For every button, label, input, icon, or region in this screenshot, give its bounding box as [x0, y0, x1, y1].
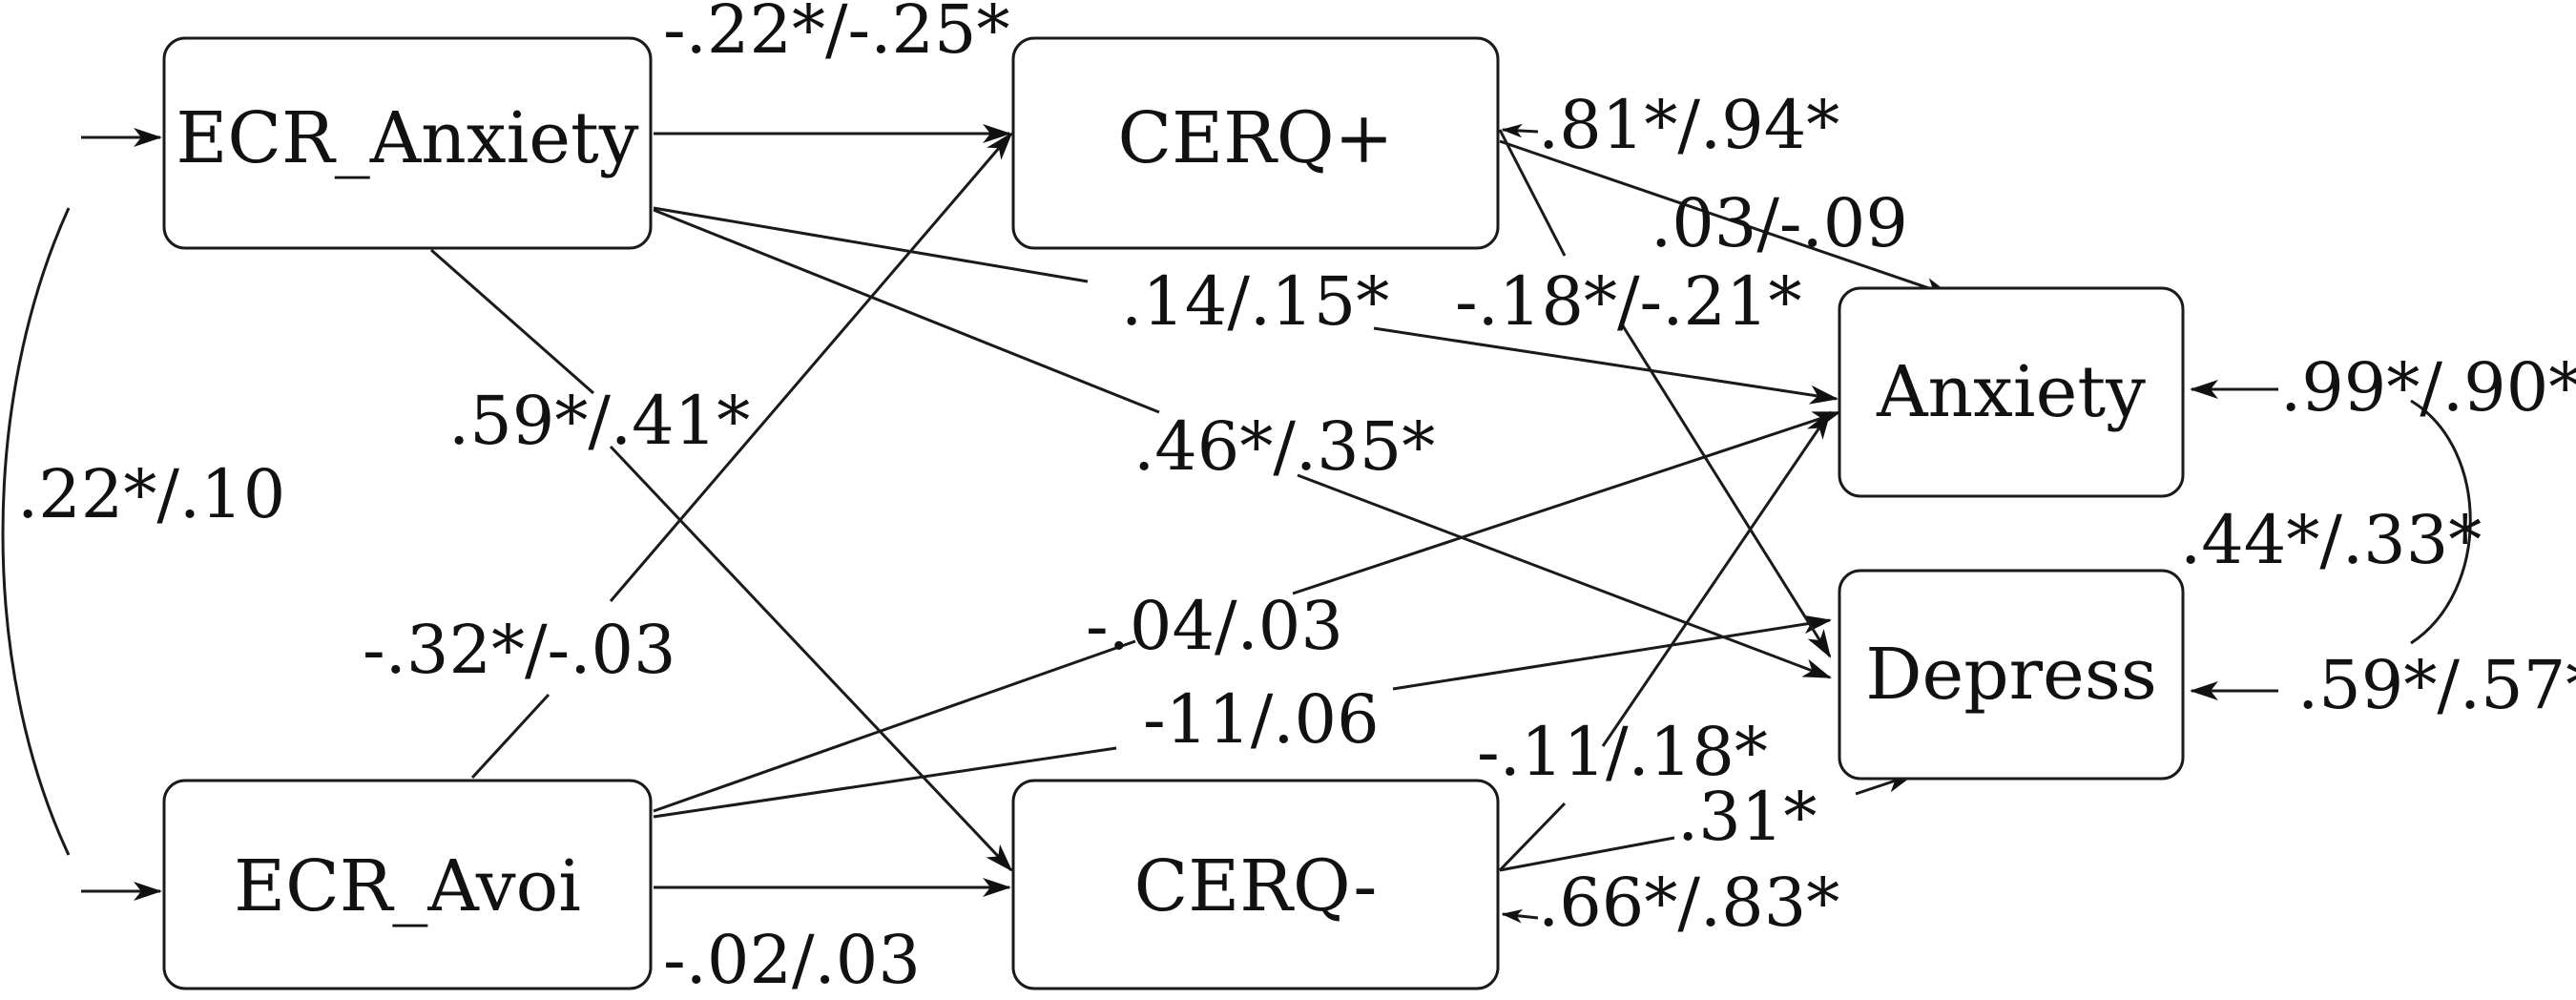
path-ecr-anxiety-to-cerq-minus-b: [609, 445, 1013, 872]
path-ecr-anxiety-to-anxiety: [653, 206, 1089, 283]
path-cerq-plus-to-anxiety: [1499, 139, 1953, 298]
path-ecr-anxiety-to-depress-a: [653, 208, 1160, 414]
ecr-covariance-curve: [1, 207, 71, 856]
coef-anxiety-error: .99*/.90*: [2280, 348, 2576, 427]
path-ecr-avoi-to-depress-a: [653, 746, 1117, 819]
node-cerq-plus: CERQ+: [1011, 36, 1500, 250]
node-depress-label: Depress: [1865, 634, 2157, 716]
node-ecr-avoi-label: ECR_Avoi: [234, 845, 581, 927]
path-ecr-avoi-to-anxiety-b: [1292, 410, 1841, 595]
cerq-minus-error-arrow: [1501, 908, 1539, 924]
cerq-plus-error-arrow: [1501, 123, 1539, 138]
path-cerq-minus-to-anxiety-b: [1601, 410, 1832, 747]
coef-ecr-avoi-to-cerq-minus: -.02/.03: [663, 921, 921, 999]
coef-cerq-plus-to-anxiety: .03/-.09: [1651, 184, 1908, 262]
path-ecr-anxiety-to-cerq-minus-a: [430, 248, 594, 395]
path-cerq-minus-to-depress: [1499, 836, 1675, 872]
coef-ecr-anxiety-to-anxiety: .14/.15*: [1121, 262, 1389, 341]
coef-depress-error: .59*/.57*: [2297, 646, 2576, 724]
path-ecr-avoi-to-anxiety-a: [653, 639, 1136, 813]
path-ecr-avoi-to-depress-b: [1392, 615, 1832, 691]
coef-ecr-anxiety-to-cerq-plus: -.22*/-.25*: [663, 0, 1010, 69]
node-ecr-anxiety: ECR_Anxiety: [162, 36, 653, 250]
node-anxiety: Anxiety: [1838, 286, 2185, 498]
residual-covariance-curve: [2410, 399, 2472, 645]
coef-ecr-anxiety-to-depress: .46*/.35*: [1133, 407, 1435, 486]
node-cerq-minus-label: CERQ-: [1134, 845, 1378, 927]
coef-residual-covariance: .44*/.33*: [2180, 501, 2482, 579]
path-cerq-minus-to-anxiety-a: [1498, 802, 1567, 872]
coef-ecr-avoi-to-cerq-plus: -.32*/-.03: [363, 611, 676, 689]
coef-cerq-minus-error: .66*/.83*: [1538, 864, 1839, 942]
path-ecr-anxiety-to-depress-b: [1297, 473, 1832, 679]
node-cerq-plus-label: CERQ+: [1117, 97, 1393, 179]
path-ecr-anxiety-to-anxiety-b: [1373, 326, 1839, 405]
path-ecr-avoi-to-cerq-plus-b: [609, 132, 1013, 602]
path-ecr-avoi-to-cerq-plus-a: [470, 693, 551, 780]
path-cerq-plus-to-depress-b: [1620, 323, 1832, 658]
coef-cerq-plus-to-depress: -.18*/-.21*: [1455, 262, 1802, 341]
node-ecr-anxiety-label: ECR_Anxiety: [176, 97, 638, 179]
coef-ecr-avoi-to-depress: -11/.06: [1143, 680, 1380, 759]
path-cerq-plus-to-depress-a: [1498, 129, 1567, 257]
coef-ecr-anxiety-to-cerq-minus: .59*/.41*: [448, 382, 750, 460]
node-cerq-minus: CERQ-: [1011, 779, 1500, 990]
coef-ecr-covariance: .22*/.10: [17, 455, 285, 533]
node-ecr-avoi: ECR_Avoi: [162, 779, 653, 990]
coef-cerq-minus-to-depress: .31*: [1677, 778, 1817, 856]
coef-cerq-plus-error: .81*/.94*: [1538, 86, 1839, 164]
node-depress: Depress: [1838, 569, 2185, 781]
node-anxiety-label: Anxiety: [1876, 351, 2146, 433]
coef-cerq-minus-to-anxiety: -.11/.18*: [1477, 713, 1768, 791]
coef-ecr-avoi-to-anxiety: -.04/.03: [1086, 587, 1343, 665]
